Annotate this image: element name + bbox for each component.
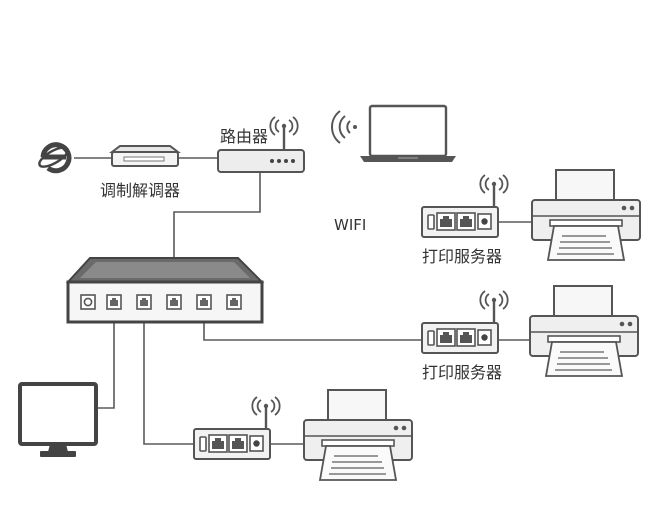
internet-explorer-icon [38,142,72,174]
cable-router-switch [173,172,261,298]
network-switch [65,257,265,324]
switch-port-5 [226,294,242,310]
printer-2 [529,285,639,377]
antenna-icon [479,173,509,210]
antenna-icon [251,395,281,432]
print-server-3 [193,395,281,460]
switch-port-4 [196,294,212,310]
wifi-label: WIFI [334,216,366,234]
switch-port-2 [136,294,152,310]
printer-3 [303,389,413,481]
print-server-2-label: 打印服务器 [422,363,502,382]
modem: 调制解调器 [100,145,181,200]
antenna-icon [269,115,299,152]
wifi-signal-icon [331,110,357,144]
modem-label: 调制解调器 [100,181,180,200]
print-server-2: 打印服务器 [421,289,509,382]
laptop [331,104,456,162]
switch-port-1 [106,294,122,310]
printer-1 [531,169,641,261]
print-server-1-label: 打印服务器 [422,247,502,266]
antenna-icon [479,289,509,326]
router: 路由器 [217,115,305,173]
cable-switch-printserver-3 [143,306,194,445]
desktop-monitor [18,382,98,457]
router-label: 路由器 [220,127,268,146]
print-server-1: 打印服务器 [421,173,509,266]
switch-port-3 [166,294,182,310]
cable-switch-pc [96,306,115,409]
